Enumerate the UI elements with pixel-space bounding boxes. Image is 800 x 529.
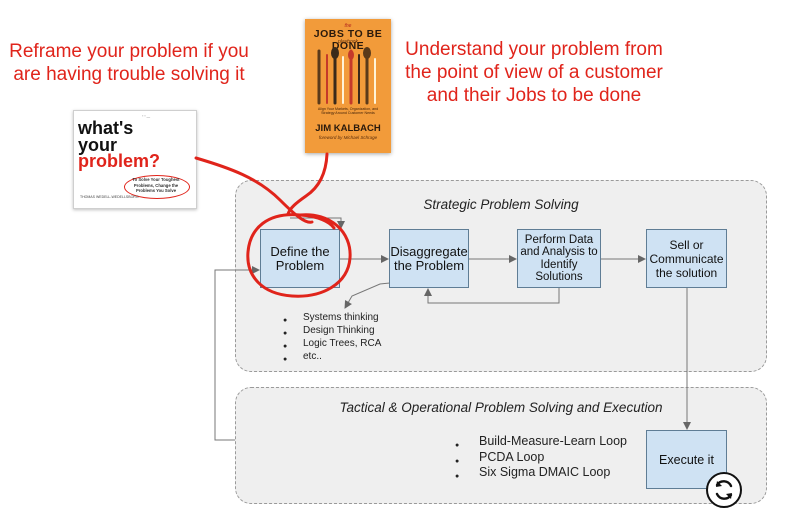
book-title-line3: problem? <box>78 151 161 171</box>
arrow-feedback-loop <box>214 266 260 441</box>
book-the: the <box>344 23 352 29</box>
book-subtitle: To Solve Your Toughest Problems, Change … <box>132 177 180 193</box>
sync-icon[interactable] <box>705 471 743 509</box>
reframe-note: Reframe your problem if you are having t… <box>9 41 249 85</box>
problem-solving-methods-list: Systems thinking Design Thinking Logic T… <box>283 311 381 366</box>
jobs-to-be-done-note: Understand your problem from the point o… <box>405 39 663 106</box>
whats-your-problem-book-cover: " " — what's your problem? To Solve Your… <box>73 110 197 209</box>
book-author: JIM KALBACH <box>315 123 381 134</box>
book-subtitle: playbook <box>337 39 358 45</box>
list-item: etc.. <box>283 350 381 366</box>
book-title: JOBS TO BE DONE <box>313 28 383 52</box>
list-item: Design Thinking <box>283 324 381 340</box>
red-line-from-problem-book <box>194 156 314 224</box>
define-the-problem-step[interactable]: Define the Problem <box>260 229 340 288</box>
arrow-top-into-define <box>290 217 345 229</box>
sell-or-communicate-step[interactable]: Sell or Communicate the solution <box>646 229 727 288</box>
tactical-group-title: Tactical & Operational Problem Solving a… <box>339 400 663 415</box>
jobs-to-be-done-book-cover: the JOBS TO BE DONE playbook Align Your … <box>305 19 391 153</box>
execution-loops-list: Build-Measure-Learn Loop PCDA Loop Six S… <box>455 434 627 484</box>
strategic-group-title: Strategic Problem Solving <box>423 197 579 212</box>
arrow-perform-back-to-disaggregate <box>424 288 560 304</box>
list-item: PCDA Loop <box>455 450 627 469</box>
red-line-from-jtbd-book <box>286 152 329 216</box>
disaggregate-the-problem-step[interactable]: Disaggregate the Problem <box>389 229 469 288</box>
book-title-line2: your <box>78 135 118 155</box>
book-blurb: " " — <box>142 115 151 119</box>
book-authors: THOMAS WEDELL-WEDELLSBORG <box>80 195 139 199</box>
red-circle-define <box>246 213 352 298</box>
list-item: Logic Trees, RCA <box>283 337 381 353</box>
list-item: Systems thinking <box>283 311 381 327</box>
list-item: Six Sigma DMAIC Loop <box>455 465 627 484</box>
book-title-line1: what's <box>78 118 134 138</box>
list-item: Build-Measure-Learn Loop <box>455 434 627 453</box>
book-oval <box>124 175 190 199</box>
book-tools-illustration <box>317 47 376 105</box>
book-tagline: Align Your Markets, Organization, and St… <box>317 107 379 116</box>
book-foreword: foreword by Michael Schrage <box>318 135 378 140</box>
perform-data-analysis-step[interactable]: Perform Data and Analysis to Identify So… <box>517 229 601 288</box>
sync-icon-graphic <box>706 472 742 508</box>
